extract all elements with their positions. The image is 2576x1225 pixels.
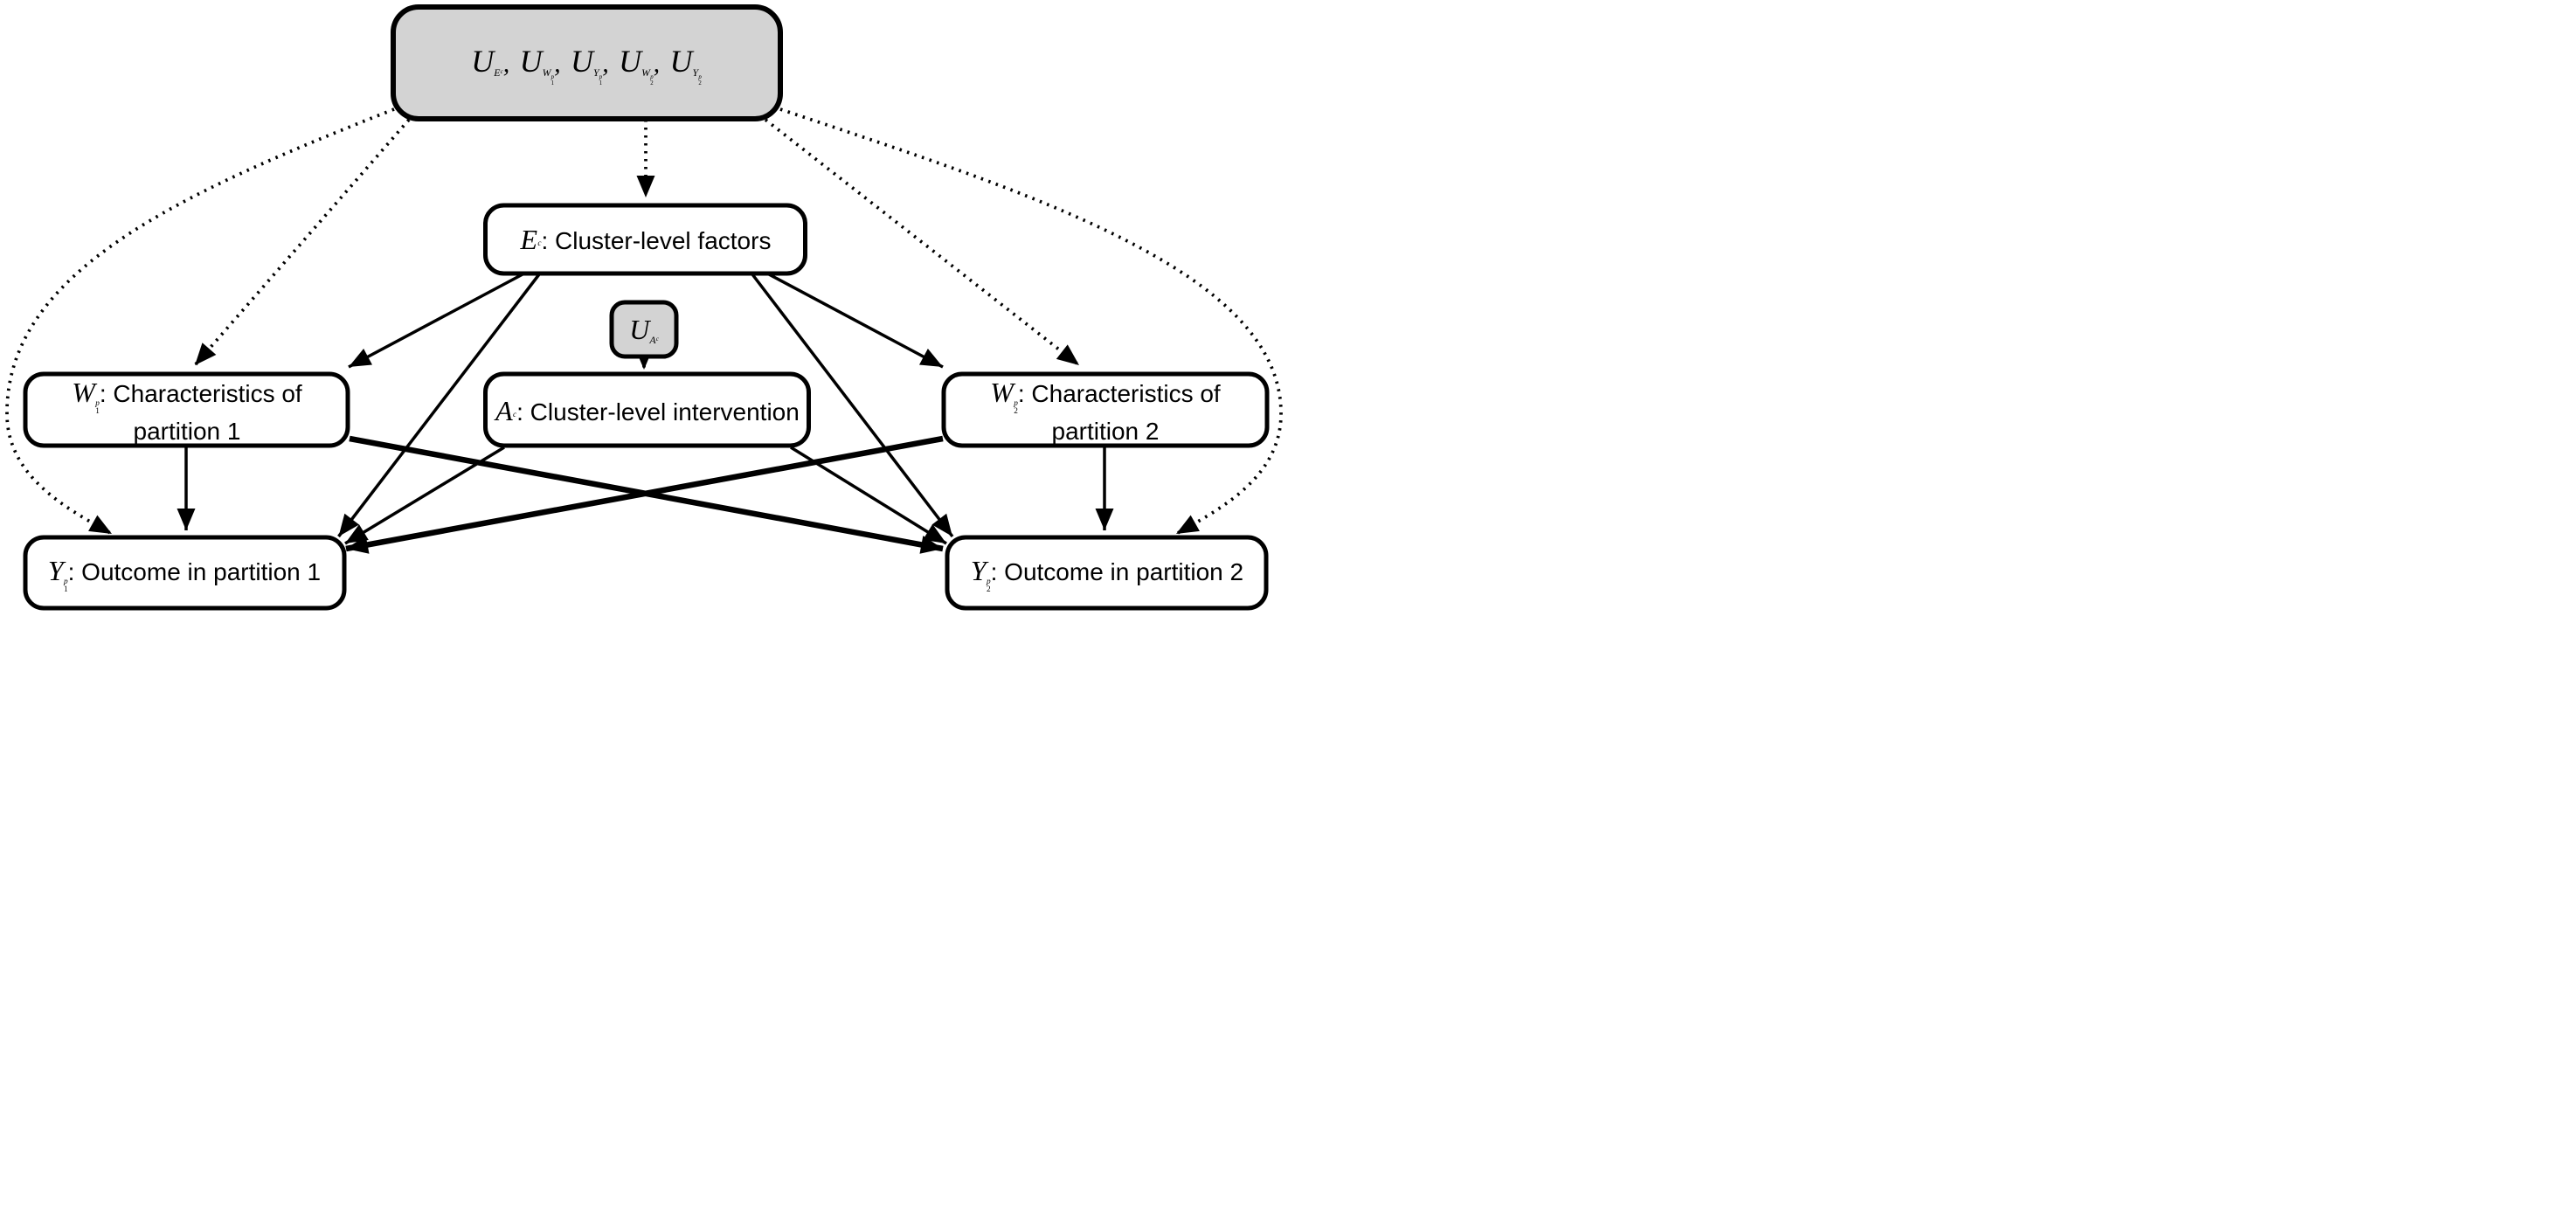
- node-box-u-a: [609, 300, 679, 359]
- node-box-u-exogenous: [391, 4, 783, 121]
- diagram-svg: [5, 4, 1283, 611]
- edge-w2-to-y1: [345, 435, 944, 554]
- node-box-y2: [945, 535, 1269, 611]
- node-layer: [23, 4, 1270, 611]
- edge-u-to-w1: [193, 118, 411, 367]
- edge-e-to-y1: [337, 273, 541, 538]
- edge-e-to-w2: [768, 273, 944, 369]
- node-box-a-intervention: [483, 371, 811, 448]
- edge-u-to-w2: [764, 118, 1081, 367]
- node-box-w2: [941, 371, 1270, 448]
- node-box-e-cluster-factors: [483, 203, 807, 276]
- edge-e-to-y2: [751, 273, 954, 538]
- edge-e-to-w1: [348, 273, 523, 369]
- edge-layer: [5, 107, 1283, 554]
- node-box-y1: [23, 535, 347, 611]
- node-box-w1: [23, 371, 350, 448]
- edge-u-to-y1: [5, 107, 395, 536]
- edge-u-to-y2: [779, 107, 1283, 536]
